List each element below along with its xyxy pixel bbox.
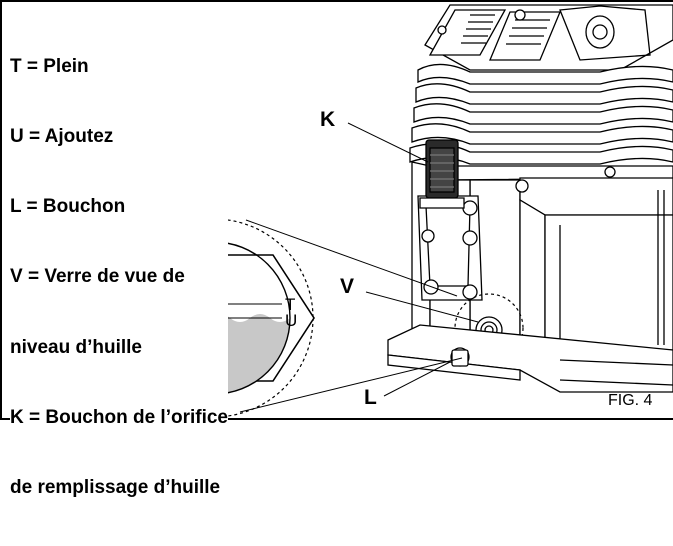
legend-line-t: T = Plein bbox=[10, 55, 89, 77]
legend-line-k: K = Bouchon de l’orifice bbox=[10, 406, 228, 428]
callout-v: V bbox=[340, 275, 355, 298]
level-label-t: T bbox=[285, 295, 295, 314]
legend-line-v: V = Verre de vue de bbox=[10, 266, 185, 288]
frame-border bbox=[0, 0, 673, 420]
filler-plate bbox=[417, 195, 483, 301]
leader-lines bbox=[239, 122, 479, 413]
legend-line-l: L = Bouchon bbox=[10, 196, 126, 218]
figure-caption: FIG. 4 bbox=[608, 392, 653, 409]
crankcase bbox=[469, 166, 673, 351]
callout-k: K bbox=[320, 108, 336, 131]
filler-cap bbox=[419, 139, 465, 209]
cooling-fins bbox=[409, 63, 673, 181]
legend-line-k-cont: de remplissage d’huille bbox=[10, 477, 221, 499]
level-label-u: U bbox=[285, 311, 297, 330]
base bbox=[387, 324, 673, 393]
callout-l: L bbox=[364, 386, 377, 409]
sight-glass-callout-circle bbox=[454, 293, 524, 363]
legend: T = Plein U = Ajoutez L = Bouchon V = Ve… bbox=[10, 8, 228, 546]
legend-line-v-cont: niveau d’huille bbox=[10, 336, 142, 358]
cylinder-head bbox=[424, 4, 673, 71]
legend-line-u: U = Ajoutez bbox=[10, 126, 114, 148]
figure-frame: T U T = Plein U = Ajoutez L = Bouchon V … bbox=[0, 0, 673, 499]
